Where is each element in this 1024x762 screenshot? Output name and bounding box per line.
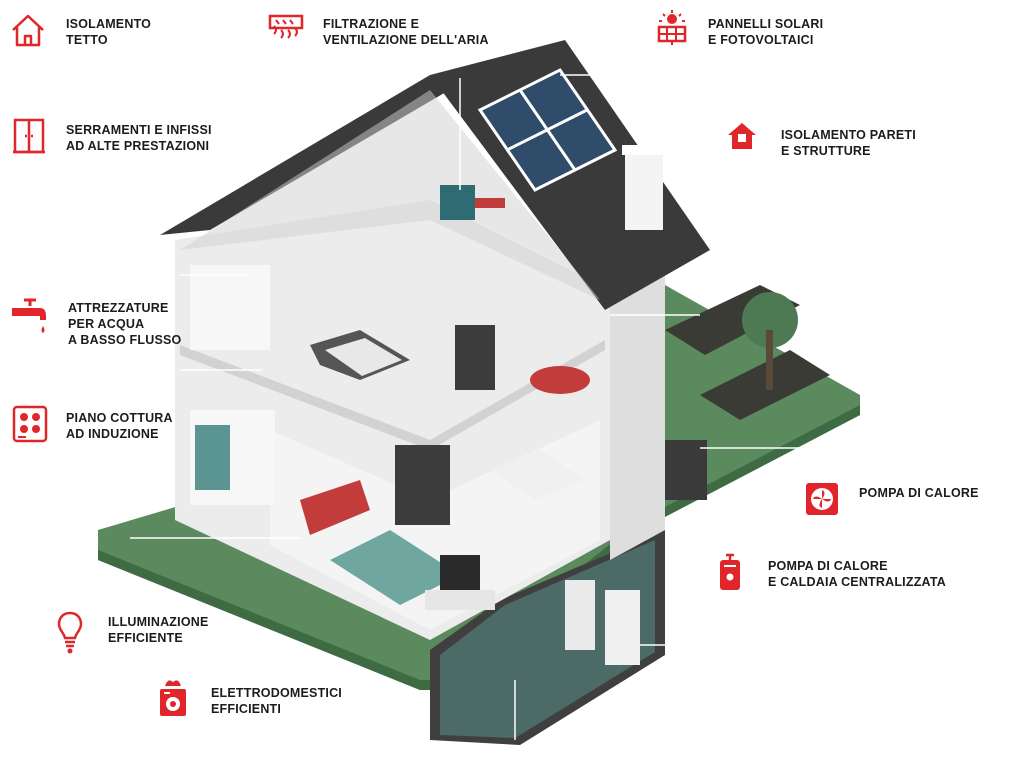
feature-line: A BASSO FLUSSO xyxy=(68,333,182,347)
dining-table xyxy=(490,450,585,500)
feature-line: PER ACQUA xyxy=(68,317,145,331)
feature-line: ELETTRODOMESTICI xyxy=(211,686,342,700)
feature-line: EFFICIENTI xyxy=(211,702,282,716)
upper-floor-slab xyxy=(180,340,605,450)
boiler-unit xyxy=(605,590,640,665)
feature-line: ISOLAMENTO xyxy=(66,17,152,31)
washing-machine-icon xyxy=(158,677,188,717)
feature-line: POMPA DI CALORE xyxy=(859,486,979,500)
feature-line: ILLUMINAZIONE xyxy=(108,615,209,629)
wardrobe xyxy=(455,325,495,390)
feature-line: E FOTOVOLTAICI xyxy=(708,33,814,47)
feature-appliances: ELETTRODOMESTICI EFFICIENTI xyxy=(211,685,342,717)
feature-induction-hob: PIANO COTTURA AD INDUZIONE xyxy=(66,410,173,442)
light-bulb-icon xyxy=(57,610,83,654)
chimney xyxy=(625,150,663,230)
soil-plot xyxy=(700,350,830,420)
feature-air-filtration: FILTRAZIONE E VENTILAZIONE DELL'ARIA xyxy=(323,16,489,48)
bathroom xyxy=(190,265,270,350)
feature-lighting: ILLUMINAZIONE EFFICIENTE xyxy=(108,614,209,646)
air-vent-icon xyxy=(268,14,304,44)
feature-low-flow-water: ATTREZZATURE PER ACQUA A BASSO FLUSSO xyxy=(68,300,181,348)
roof-underside xyxy=(180,90,600,300)
tree xyxy=(742,292,798,348)
red-table xyxy=(530,366,590,394)
feature-line: ATTREZZATURE xyxy=(68,301,169,315)
feature-line: AD INDUZIONE xyxy=(66,427,159,441)
basement-floor xyxy=(440,540,655,738)
water-tap-icon xyxy=(10,296,50,340)
fan-unit-icon xyxy=(805,482,839,516)
water-tank xyxy=(565,580,595,650)
feature-line: TETTO xyxy=(66,33,108,47)
tv-stand xyxy=(425,590,495,610)
boiler-icon xyxy=(717,553,743,591)
feature-line: PIANO COTTURA xyxy=(66,411,173,425)
sofa xyxy=(300,480,370,535)
feature-line: ISOLAMENTO PARETI xyxy=(781,128,916,142)
feature-heat-pump: POMPA DI CALORE xyxy=(859,485,979,501)
feature-solar-panels: PANNELLI SOLARI E FOTOVOLTAICI xyxy=(708,16,823,48)
bed-sheet xyxy=(325,338,402,376)
house-side-wall xyxy=(610,260,665,560)
tv xyxy=(440,555,480,590)
feature-line: E STRUTTURE xyxy=(781,144,871,158)
feature-line: AD ALTE PRESTAZIONI xyxy=(66,139,210,153)
feature-line: E CALDAIA CENTRALIZZATA xyxy=(768,575,946,589)
house-filled-icon xyxy=(726,120,758,152)
rug xyxy=(330,530,460,605)
feature-heat-pump-boiler: POMPA DI CALORE E CALDAIA CENTRALIZZATA xyxy=(768,558,946,590)
feature-line: POMPA DI CALORE xyxy=(768,559,888,573)
leader-lines xyxy=(130,74,800,740)
feature-line: VENTILAZIONE DELL'ARIA xyxy=(323,33,489,47)
feature-line: PANNELLI SOLARI xyxy=(708,17,824,31)
outdoor-heat-pump xyxy=(665,440,707,500)
feature-line: FILTRAZIONE E xyxy=(323,17,420,31)
feature-line: EFFICIENTE xyxy=(108,631,183,645)
feature-line: SERRAMENTI E INFISSI xyxy=(66,123,212,137)
house-outline-icon xyxy=(10,12,46,48)
solar-panel-icon xyxy=(655,10,689,46)
feature-roof-insulation: ISOLAMENTO TETTO xyxy=(66,16,151,48)
bookshelf xyxy=(395,445,450,525)
fridge xyxy=(195,425,230,490)
feature-wall-insulation: ISOLAMENTO PARETI E STRUTTURE xyxy=(781,127,916,159)
ventilation-unit xyxy=(440,185,475,220)
induction-hob-icon xyxy=(12,405,48,443)
feature-windows: SERRAMENTI E INFISSI AD ALTE PRESTAZIONI xyxy=(66,122,212,154)
window-frame-icon xyxy=(12,118,46,154)
